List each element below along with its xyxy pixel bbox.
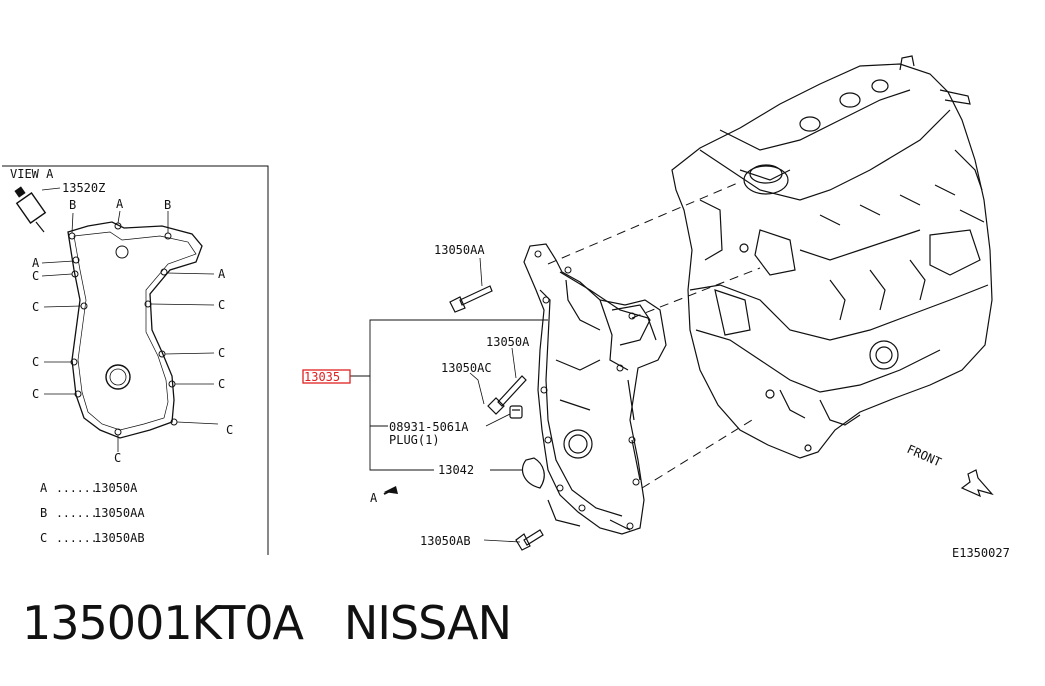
legend-part-c: 13050AB: [94, 531, 145, 545]
letter-a-1: A: [116, 197, 124, 211]
label-13050aa: 13050AA: [434, 243, 485, 257]
view-a-marker-label: A: [370, 491, 378, 505]
letter-c-3: C: [218, 298, 225, 312]
letter-c-8: C: [226, 423, 233, 437]
letter-c-6: C: [32, 387, 39, 401]
letter-b-2: B: [164, 198, 171, 212]
letter-c-5: C: [218, 346, 225, 360]
bolt-13050aa-icon: [449, 285, 493, 313]
timing-cover-drawing: [521, 243, 667, 535]
letter-c-9: C: [114, 451, 121, 465]
legend-part-b: 13050AA: [94, 506, 145, 520]
label-13050ab: 13050AB: [420, 534, 471, 548]
letter-c-4: C: [32, 355, 39, 369]
label-13035: 13035: [304, 370, 340, 384]
label-13050a: 13050A: [486, 335, 530, 349]
letter-a-3: A: [218, 267, 226, 281]
projection-lines: [547, 181, 761, 489]
letter-c-7: C: [218, 377, 225, 391]
label-13050ac: 13050AC: [441, 361, 492, 375]
legend-part-a: 13050A: [94, 481, 138, 495]
view-a-arrow-icon: [383, 486, 398, 495]
timing-cover-outline-flat: [67, 221, 203, 439]
callout-bracket-13035: [350, 319, 548, 471]
label-13042: 13042: [438, 463, 474, 477]
legend-dots-c: ......: [56, 531, 98, 545]
sensor-13520z-icon: [14, 186, 47, 233]
legend-key-b: B: [40, 506, 47, 520]
caption-part-number: 135001KT0A: [22, 596, 304, 650]
plug-icon: [509, 405, 523, 419]
label-13520z: 13520Z: [62, 181, 105, 195]
label-plug-name: PLUG(1): [389, 433, 440, 447]
caption-brand: NISSAN: [343, 596, 512, 650]
letter-a-2: A: [32, 256, 40, 270]
letter-c-2: C: [32, 300, 39, 314]
letter-b-1: B: [69, 198, 76, 212]
caption-spacer: [303, 596, 344, 650]
legend-key-c: C: [40, 531, 47, 545]
front-label: FRONT: [905, 442, 944, 469]
front-arrow-icon: [960, 469, 994, 498]
legend-dots-a: ......: [56, 481, 98, 495]
drawing-id: E1350027: [952, 546, 1010, 560]
highlight-box-13035: [302, 369, 351, 384]
bolt-13050ab-icon: [515, 529, 544, 551]
bolt-13050ac-icon: [487, 375, 527, 415]
legend-key-a: A: [40, 481, 48, 495]
view-a-legend: A ...... 13050A B ...... 13050AA C .....…: [40, 481, 145, 545]
engine-block-drawing: [671, 55, 993, 459]
part-caption: 135001KT0A NISSAN: [22, 596, 512, 650]
view-a-title: VIEW A: [10, 167, 54, 181]
view-a-inset: VIEW A 13520Z: [2, 165, 269, 555]
label-plug-number: 08931-5061A: [389, 420, 469, 434]
letter-c-1: C: [32, 269, 39, 283]
legend-dots-b: ......: [56, 506, 98, 520]
